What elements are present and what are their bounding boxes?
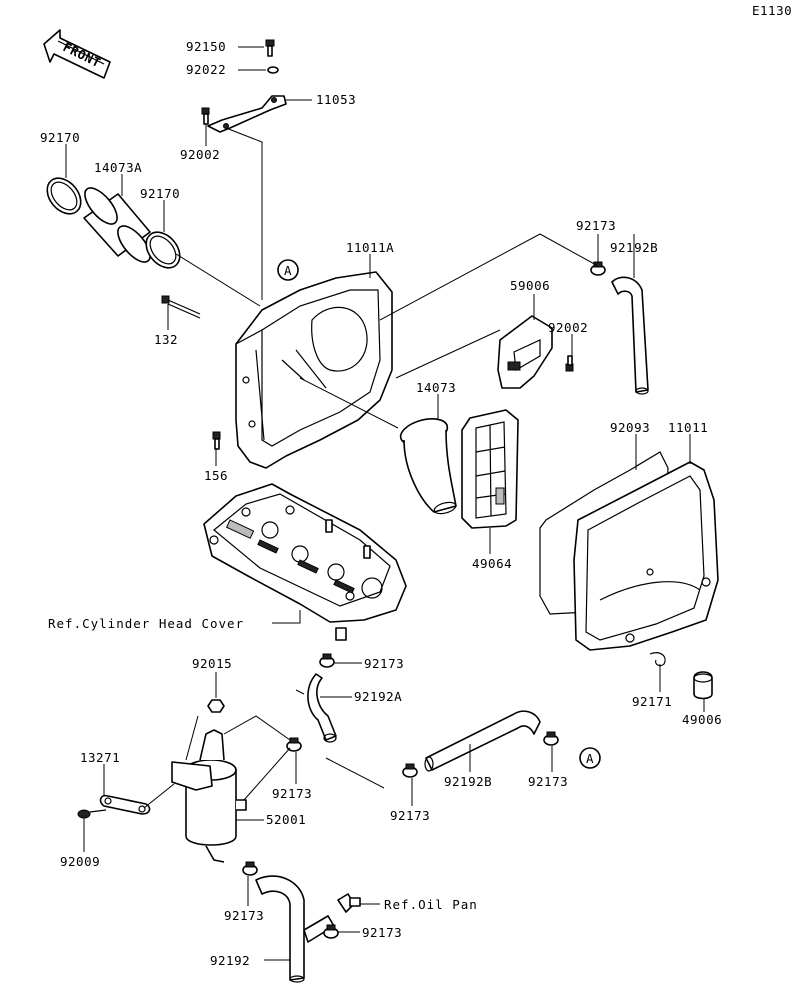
label-92170-right: 92170	[140, 186, 180, 201]
label-92173-left: 92173	[272, 786, 312, 801]
clamp-92173-bottom-left	[242, 861, 258, 876]
clamp-92170-left	[46, 177, 82, 215]
hose-92192B-top	[611, 276, 649, 395]
label-11011A: 11011A	[346, 240, 394, 255]
bolt-156	[212, 431, 221, 450]
cap-49006	[693, 671, 713, 700]
label-14073: 14073	[416, 380, 456, 395]
cover-11011	[573, 461, 719, 651]
leader-lines	[65, 46, 705, 961]
label-92022: 92022	[186, 62, 226, 77]
fitting-oil-pan	[337, 893, 361, 913]
hose-92192	[255, 875, 335, 983]
label-92173-top-right: 92173	[576, 218, 616, 233]
label-92015: 92015	[192, 656, 232, 671]
ref-marker-a-top: A	[277, 259, 299, 281]
housing-11011A	[235, 271, 393, 469]
label-ref-oil-pan: Ref.Oil Pan	[384, 897, 478, 912]
label-13271: 13271	[80, 750, 120, 765]
label-49006: 49006	[682, 712, 722, 727]
label-92002-top: 92002	[180, 147, 220, 162]
nut-92015	[207, 699, 225, 713]
label-92009: 92009	[60, 854, 100, 869]
cover-59006	[497, 315, 553, 389]
clamp-92173-right-low	[543, 731, 559, 746]
label-156: 156	[204, 468, 228, 483]
cylinder-head-cover	[203, 483, 407, 641]
bolt-92002-mid	[565, 355, 574, 372]
label-92150: 92150	[186, 39, 226, 54]
bracket-13271	[99, 761, 213, 815]
label-92002-mid: 92002	[548, 320, 588, 335]
label-92192B-top: 92192B	[610, 240, 658, 255]
clamp-92173-center	[402, 763, 418, 778]
label-92171: 92171	[632, 694, 672, 709]
part-labels: 92150 92022 11053 92002 92170 14073A 921…	[40, 39, 722, 968]
clamp-92173-left	[286, 737, 302, 752]
label-92173-bottom-right: 92173	[362, 925, 402, 940]
hose-92192B-low	[424, 710, 541, 772]
label-92173-center: 92173	[390, 808, 430, 823]
label-92173-mid: 92173	[364, 656, 404, 671]
label-49064: 49064	[472, 556, 512, 571]
washer-92022	[267, 66, 279, 74]
label-92173-bottom-left: 92173	[224, 908, 264, 923]
label-132: 132	[154, 332, 178, 347]
duct-14073	[399, 418, 457, 515]
bolt-92150	[265, 39, 275, 57]
bolt-92002-top	[201, 107, 210, 125]
label-52001: 52001	[266, 812, 306, 827]
label-11053: 11053	[316, 92, 356, 107]
label-ref-cylinder-head: Ref.Cylinder Head Cover	[48, 616, 244, 631]
label-14073A: 14073A	[94, 160, 142, 175]
clip-92171	[649, 652, 666, 667]
separator-52001	[185, 729, 247, 863]
hose-92192A	[307, 673, 337, 743]
element-49064	[461, 409, 519, 529]
label-92192A: 92192A	[354, 689, 402, 704]
diagram-code: E1130	[752, 3, 792, 18]
label-59006: 59006	[510, 278, 550, 293]
clamp-92173-mid	[319, 653, 335, 668]
svg-text:A: A	[284, 263, 292, 278]
label-92192B-low: 92192B	[444, 774, 492, 789]
ref-marker-a-bottom: A	[579, 747, 601, 769]
svg-text:A: A	[586, 751, 594, 766]
label-92170-left: 92170	[40, 130, 80, 145]
clamp-92173-bottom-right	[323, 924, 339, 939]
label-11011: 11011	[668, 420, 708, 435]
front-arrow-icon: FRONT	[43, 29, 111, 79]
label-92173-right-low: 92173	[528, 774, 568, 789]
bolt-132	[161, 295, 201, 319]
clamp-92170-right	[145, 231, 181, 269]
bolt-92009	[77, 809, 107, 819]
bracket-11053	[207, 95, 287, 133]
sleeve-14073A	[83, 187, 151, 263]
label-92192: 92192	[210, 953, 250, 968]
label-92093: 92093	[610, 420, 650, 435]
